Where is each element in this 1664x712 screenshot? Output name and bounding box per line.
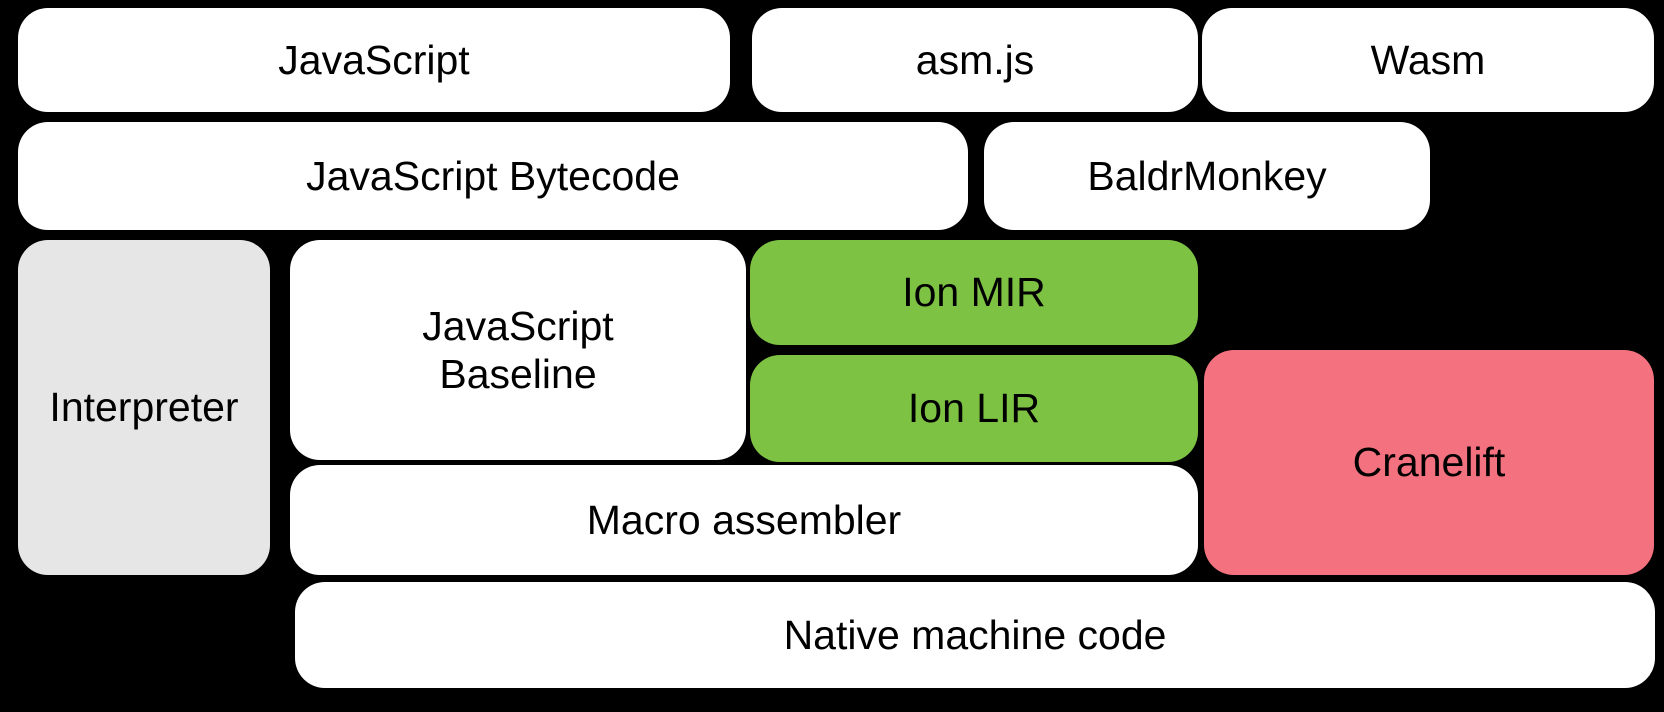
block-interpreter: Interpreter — [18, 240, 270, 575]
block-javascript: JavaScript — [18, 8, 730, 112]
block-cranelift: Cranelift — [1204, 350, 1654, 575]
block-native-machine-code: Native machine code — [295, 582, 1655, 688]
block-javascript-baseline: JavaScript Baseline — [290, 240, 746, 460]
block-javascript-bytecode: JavaScript Bytecode — [18, 122, 968, 230]
block-ion-mir: Ion MIR — [750, 240, 1198, 345]
block-macro-assembler: Macro assembler — [290, 465, 1198, 575]
block-baldrmonkey: BaldrMonkey — [984, 122, 1430, 230]
block-wasm: Wasm — [1202, 8, 1654, 112]
block-asmjs: asm.js — [752, 8, 1198, 112]
block-ion-lir: Ion LIR — [750, 355, 1198, 462]
